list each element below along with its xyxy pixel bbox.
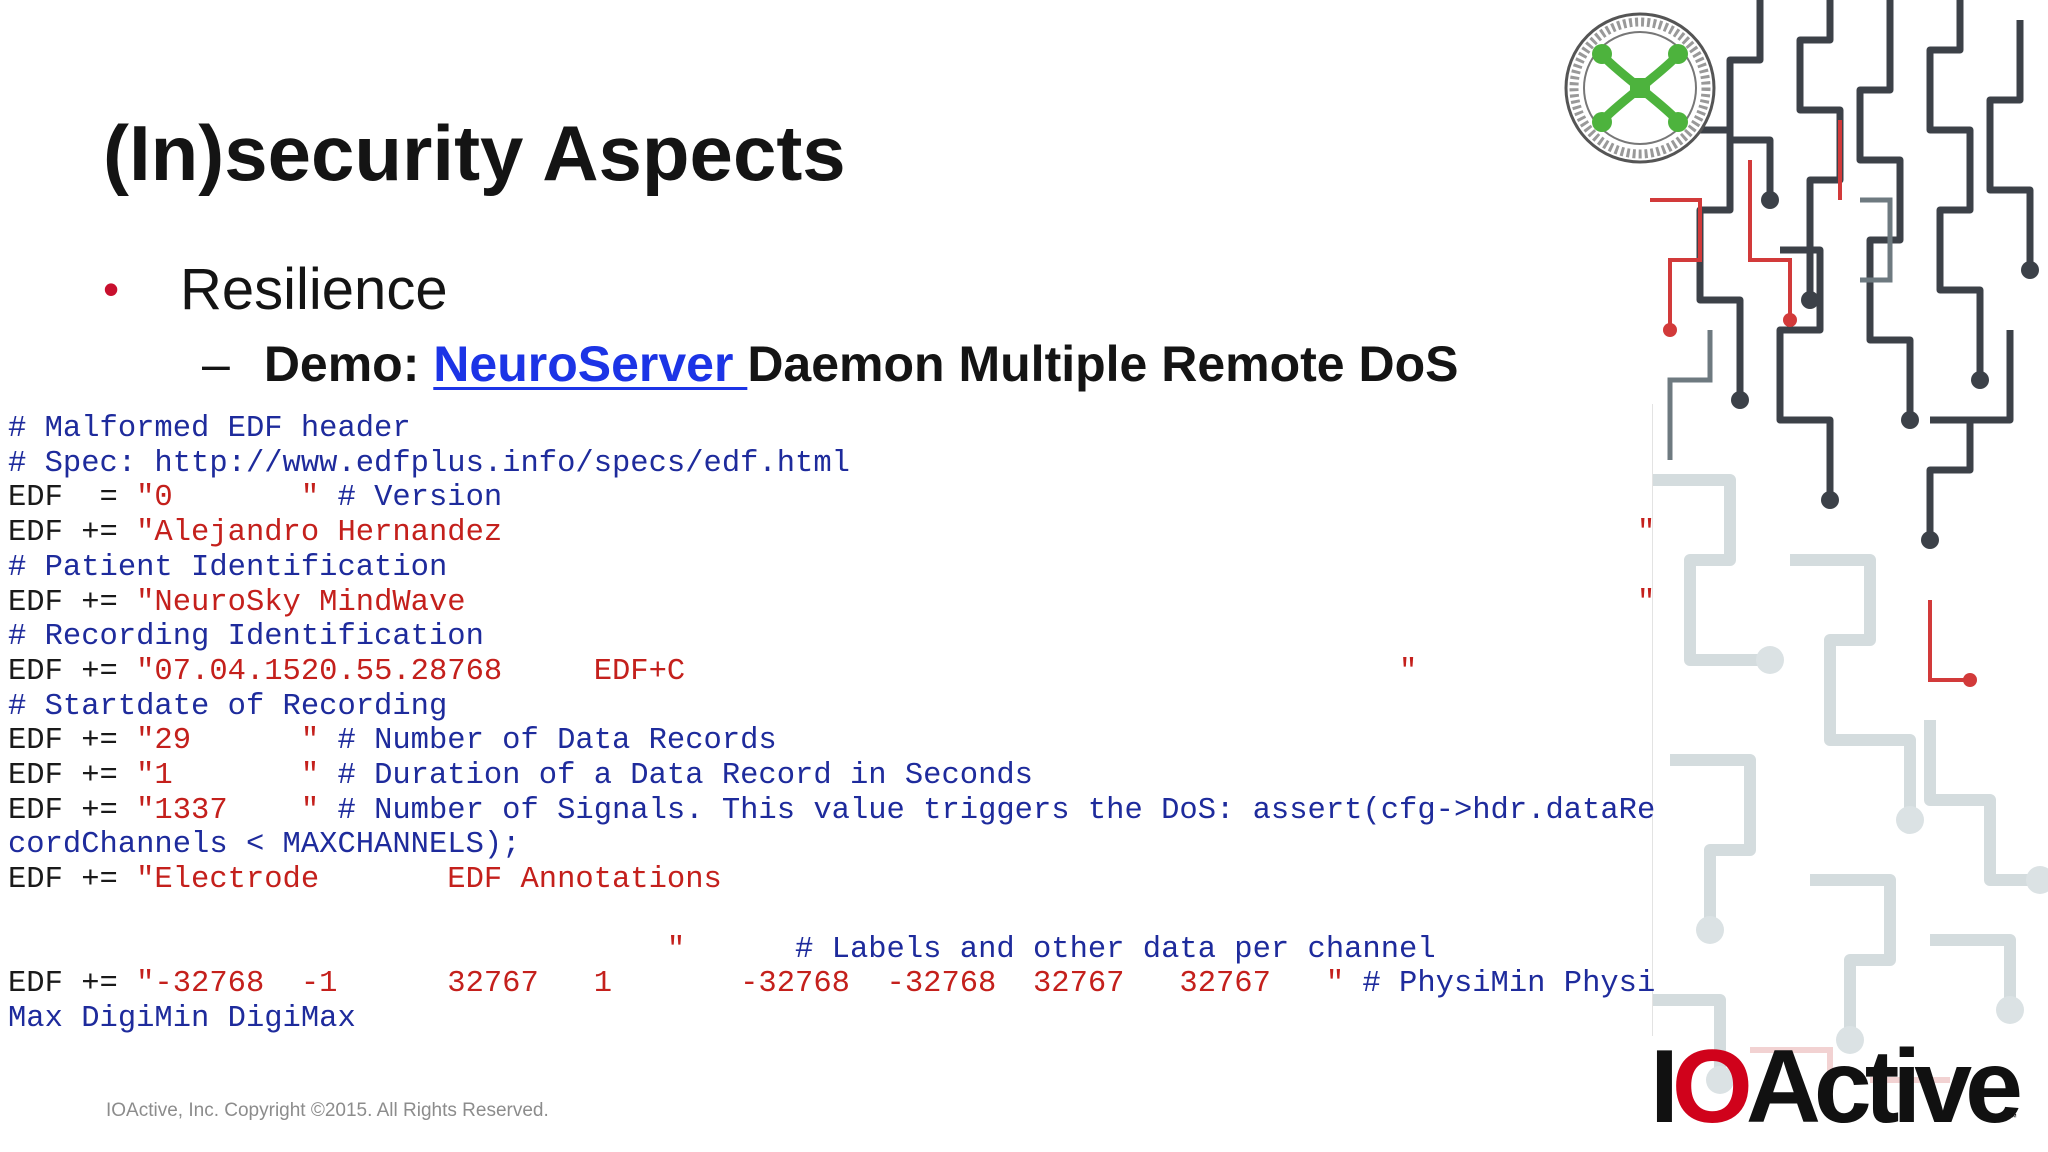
code-line: EDF += "-32768 -1 32767 1 -32768 -32768 … (8, 967, 1655, 1001)
circuit-board-decoration (1650, 0, 2048, 1110)
bullet-label: Resilience (180, 257, 448, 322)
code-line: # Spec: http://www.edfplus.info/specs/ed… (8, 447, 850, 481)
code-line: # Patient Identification (8, 551, 447, 585)
code-line: EDF += "29 " # Number of Data Records (8, 724, 777, 758)
code-comment: # Recording Identification (8, 620, 484, 655)
code-comment: # Malformed EDF header (8, 412, 411, 446)
code-line: EDF += "1 " # Duration of a Data Record … (8, 759, 1033, 793)
sub-bullet-suffix: Daemon Multiple Remote DoS (747, 336, 1459, 392)
code-comment: # Spec: http://www.edfplus.info/specs/ed… (8, 446, 850, 481)
code-comment: # Labels and other data per channel (685, 932, 1436, 967)
logo-letter-o: O (1671, 1029, 1753, 1145)
slide-title: (In)security Aspects (103, 109, 846, 197)
code-string: "NeuroSky MindWave " (136, 585, 1656, 620)
code-comment: # Version (319, 481, 503, 516)
code-text: EDF += (8, 793, 137, 828)
code-line: EDF += "1337 " # Number of Signals. This… (8, 794, 1655, 828)
code-line: EDF += "Alejandro Hernandez " (8, 516, 1655, 550)
sub-bullet-dash: – (202, 336, 230, 392)
code-line: # Startdate of Recording (8, 690, 447, 724)
code-text: EDF += (8, 724, 137, 759)
code-string: "0 " (136, 481, 320, 516)
code-string: "Alejandro Hernandez " (136, 516, 1656, 551)
copyright-footer: IOActive, Inc. Copyright ©2015. All Righ… (106, 1100, 549, 1121)
code-text: EDF += (8, 967, 137, 1002)
code-comment: Max DigiMin DigiMax (8, 1001, 356, 1036)
code-line: EDF += "07.04.1520.55.28768 EDF+C " (8, 655, 1417, 689)
sub-bullet-prefix: Demo: (263, 336, 434, 392)
code-comment: # PhysiMin Physi (1344, 967, 1656, 1002)
code-line: " # Labels and other data per channel (8, 933, 1436, 967)
logo-letter-i: I (1650, 1029, 1679, 1145)
logo-trademark: ™ (2008, 1112, 2017, 1122)
code-comment: # Startdate of Recording (8, 689, 448, 724)
code-comment: # Number of Data Records (319, 724, 777, 759)
code-line: # Recording Identification (8, 620, 484, 654)
neuroserver-link[interactable]: NeuroServer (433, 336, 748, 392)
bullet-dot: • (103, 263, 120, 315)
code-text: EDF += (8, 516, 137, 551)
code-snippet-panel: # Malformed EDF header# Spec: http://www… (0, 404, 1655, 1036)
code-comment: # Duration of a Data Record in Seconds (319, 759, 1033, 793)
code-line: Max DigiMin DigiMax (8, 1002, 356, 1036)
code-text: EDF += (8, 759, 137, 793)
code-string: "29 " (136, 724, 320, 759)
sub-bullet-demo: –Demo: NeuroServer Daemon Multiple Remot… (202, 335, 1459, 393)
logo-io: IO (1650, 1029, 1753, 1145)
code-line: cordChannels < MAXCHANNELS); (8, 828, 520, 862)
code-string: "1 " (136, 759, 320, 793)
code-comment: # Number of Signals. This value triggers… (319, 793, 1656, 828)
code-comment: cordChannels < MAXCHANNELS); (8, 828, 521, 863)
code-line: # Malformed EDF header (8, 412, 411, 446)
logo-active: Active (1745, 1029, 2023, 1145)
code-line: EDF += "NeuroSky MindWave " (8, 586, 1655, 620)
code-text: EDF += (8, 585, 137, 620)
code-text: EDF += (8, 654, 137, 689)
biohacking-village-badge-icon (1564, 12, 1716, 164)
code-string: "-32768 -1 32767 1 -32768 -32768 32767 3… (136, 967, 1345, 1002)
code-text: EDF = (8, 481, 137, 516)
code-string: "07.04.1520.55.28768 EDF+C " (136, 654, 1418, 689)
code-string: " (8, 932, 686, 967)
code-comment: # Patient Identification (8, 550, 448, 585)
code-line: EDF += "Electrode EDF Annotations (8, 863, 722, 897)
ioactive-logo: IOActive (1650, 1035, 2023, 1139)
code-string: "Electrode EDF Annotations (136, 863, 722, 898)
code-string: "1337 " (136, 793, 320, 828)
code-line: EDF = "0 " # Version (8, 481, 502, 515)
code-text: EDF += (8, 863, 137, 898)
